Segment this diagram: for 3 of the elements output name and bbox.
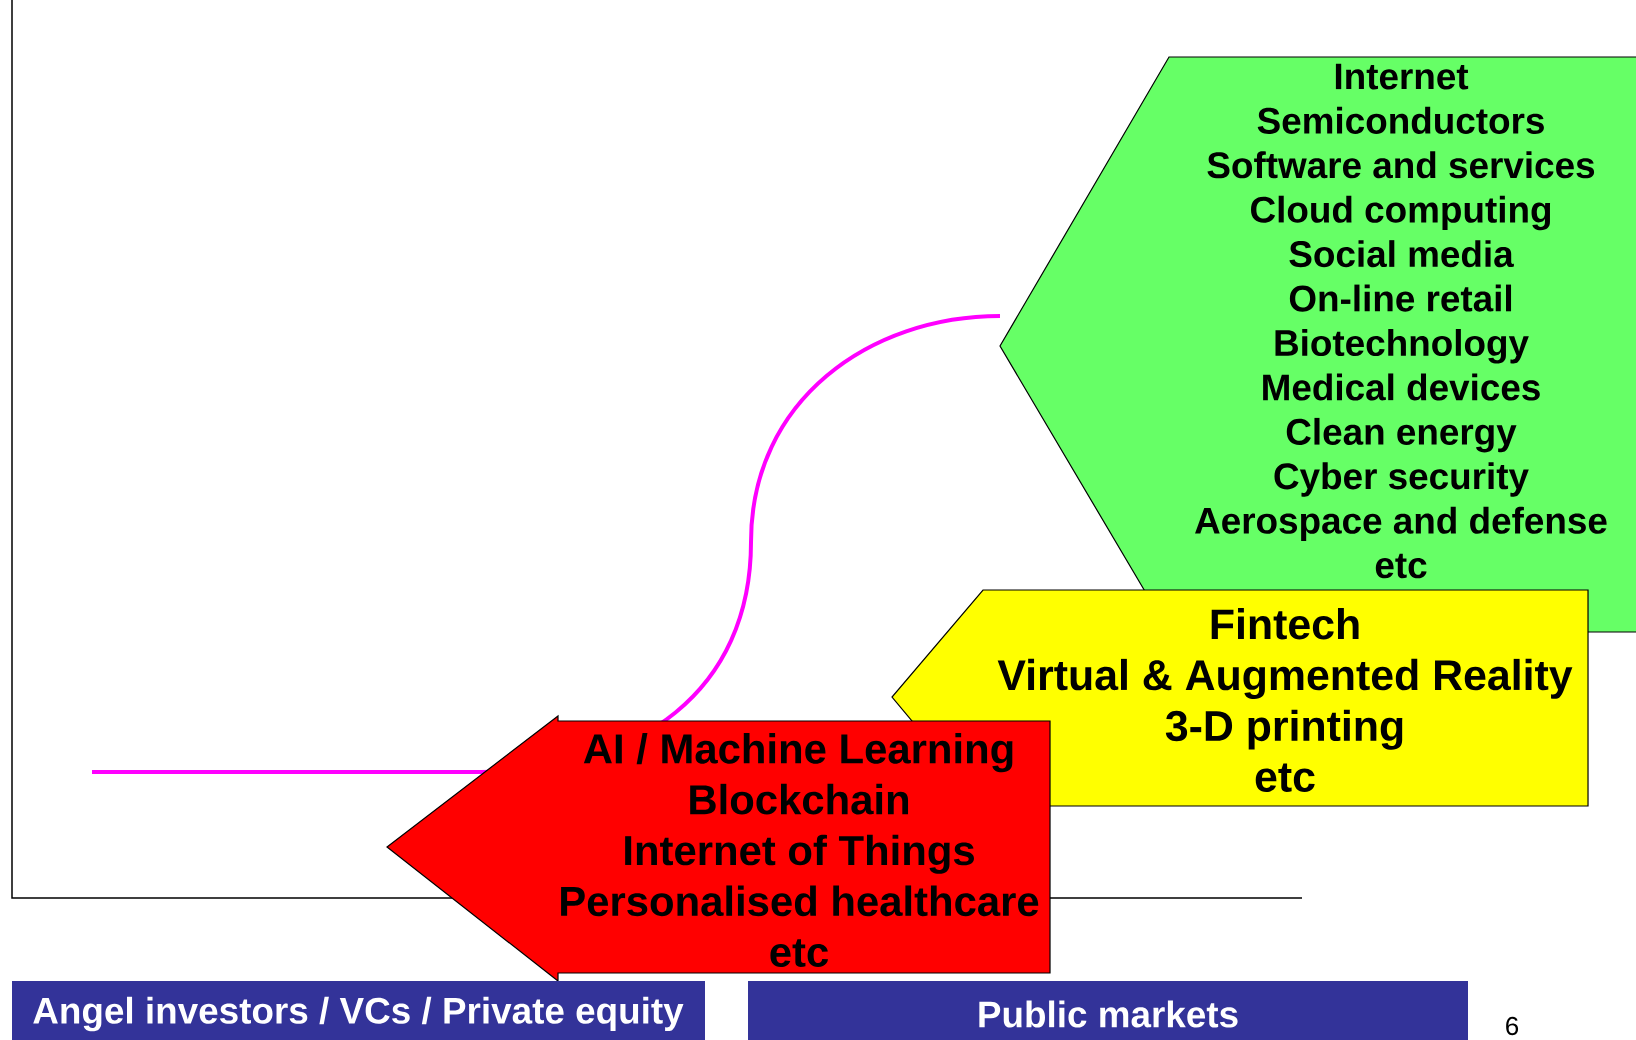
page-number: 6: [1506, 1016, 1519, 1036]
band: Public markets: [748, 981, 1468, 1040]
band: Angel investors / VCs / Private equity: [12, 981, 705, 1040]
